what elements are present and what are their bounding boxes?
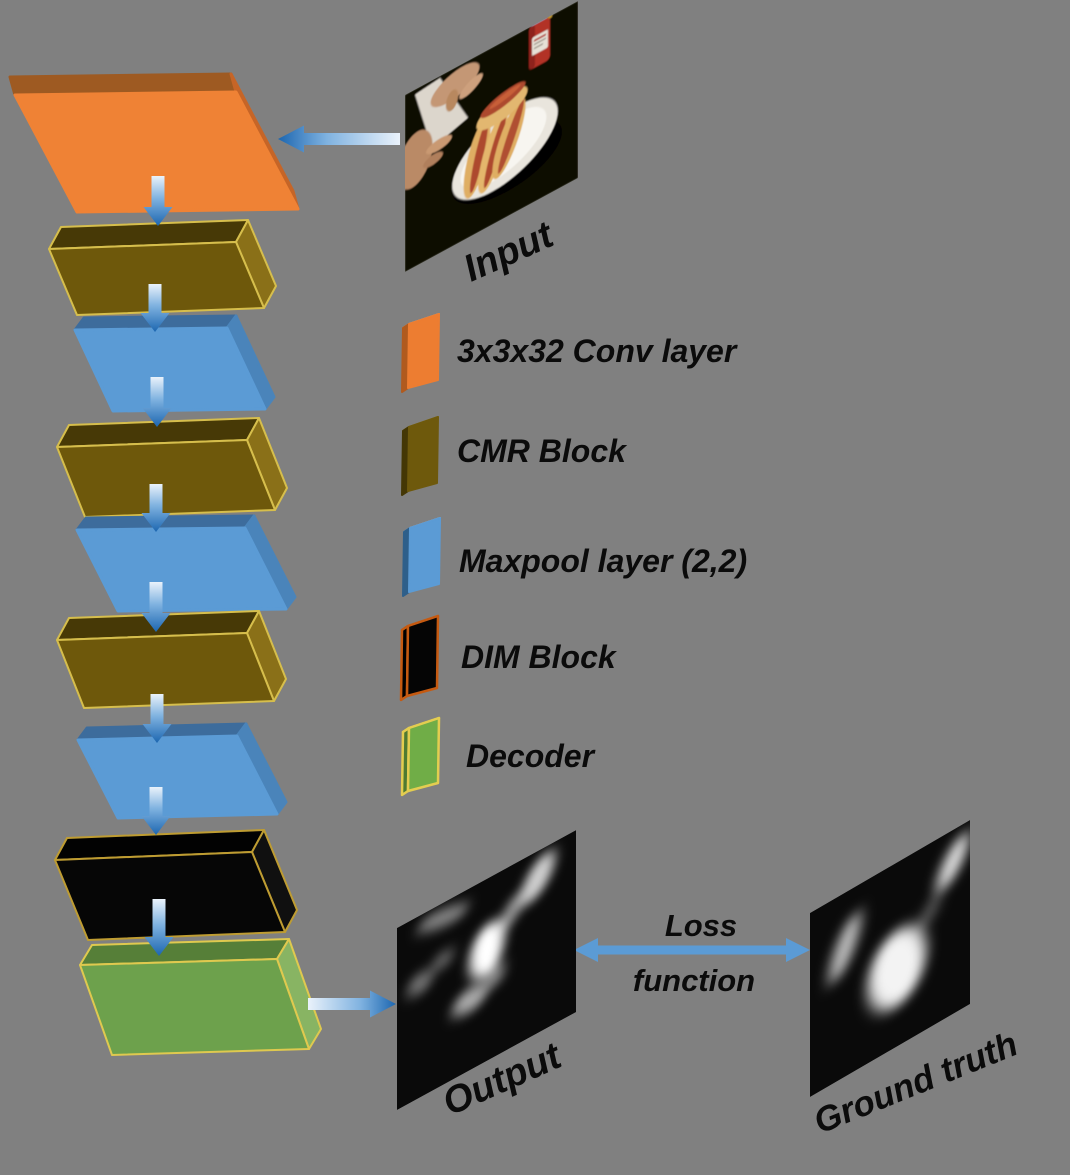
conv-layer-block-1 (8, 72, 300, 214)
cmr-layer-block-4 (56, 417, 288, 518)
photo-upper-hand (430, 62, 483, 112)
cmr-layer-block-2 (48, 219, 277, 316)
flow-arrows (140, 125, 810, 1018)
down-arrow-8 (144, 899, 174, 956)
legend-label-dim: DIM Block (461, 639, 618, 675)
legend-label-maxpool: Maxpool layer (2,2) (459, 543, 747, 579)
legend-label-cmr: CMR Block (457, 433, 628, 469)
photo-lower-hand (405, 129, 452, 190)
decoder-layer-block-9 (79, 938, 322, 1056)
maxpool-layer-block-5 (75, 514, 297, 613)
photo-napkin (415, 77, 468, 149)
output-saliency-blobs (407, 850, 556, 1017)
dim-layer-block-8 (54, 829, 298, 941)
down-arrow-6 (142, 694, 172, 743)
network-stack (8, 72, 322, 1056)
down-arrow-1 (143, 176, 173, 226)
legend-icon-conv (401, 313, 440, 393)
maxpool-layer-block-7 (76, 722, 288, 820)
photo-hotdogs (463, 81, 528, 199)
down-arrow-5 (141, 582, 171, 632)
down-arrow-4 (141, 484, 171, 532)
cmr-layer-block-6 (56, 610, 287, 709)
loss-label-line1: Loss (665, 908, 737, 943)
loss-arrow (574, 938, 810, 962)
legend-icon-dim (399, 614, 440, 702)
input-arrow (278, 125, 400, 153)
ground-truth-map (810, 820, 970, 1097)
legend-icon-decoder (400, 716, 441, 797)
output-map (397, 830, 576, 1110)
output-arrow (308, 990, 396, 1018)
loss-label-line2: function (633, 963, 755, 998)
legend-icons (399, 313, 441, 797)
ground-truth-blobs (828, 831, 970, 1011)
legend-icon-cmr (401, 416, 439, 496)
legend-label-conv: 3x3x32 Conv layer (457, 333, 738, 369)
legend-label-decoder: Decoder (466, 738, 596, 774)
maxpool-layer-block-3 (73, 314, 276, 413)
down-arrow-2 (140, 284, 170, 332)
down-arrow-3 (142, 377, 172, 427)
down-arrow-7 (141, 787, 171, 835)
legend-icon-maxpool (402, 517, 441, 597)
